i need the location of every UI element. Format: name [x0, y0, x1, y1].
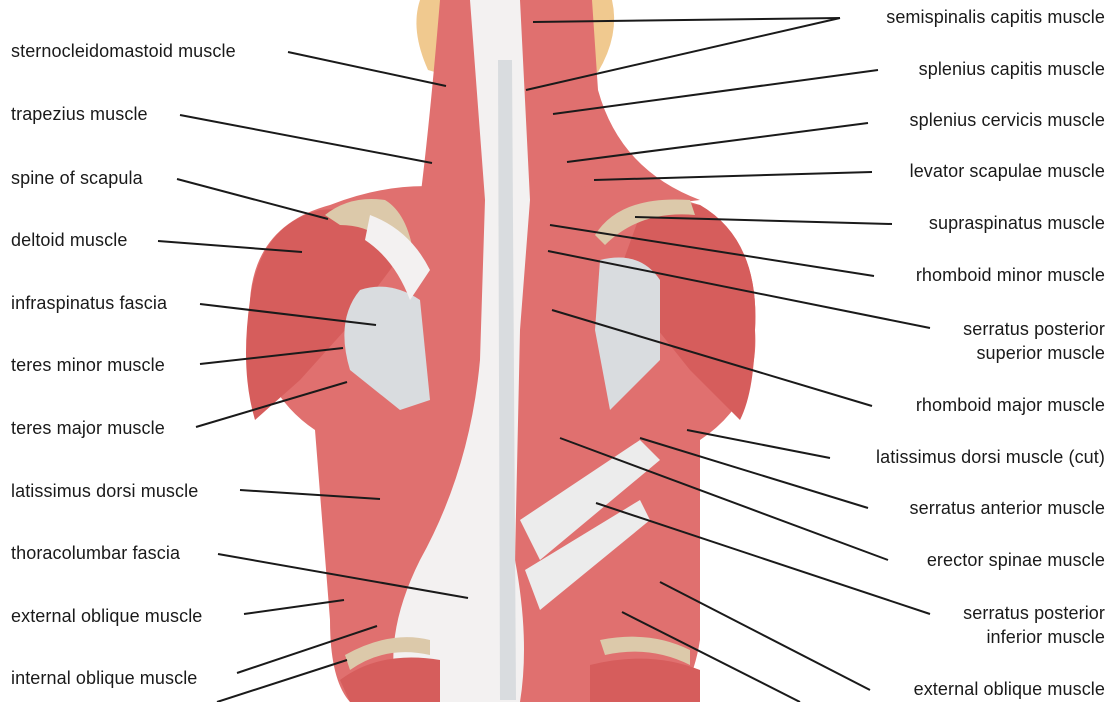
leader-sternocleidomastoid [288, 52, 446, 86]
leader-trapezius [180, 115, 432, 163]
right-gluteal [590, 659, 700, 702]
label-serratus-posterior-superior-2: superior muscle [976, 342, 1105, 364]
label-splenius-capitis: splenius capitis muscle [919, 58, 1105, 80]
label-erector-spinae: erector spinae muscle [927, 549, 1105, 571]
leader-spine-of-scapula [177, 179, 328, 219]
label-levator-scapulae: levator scapulae muscle [910, 160, 1105, 182]
label-thoracolumbar-fascia: thoracolumbar fascia [11, 542, 180, 564]
label-teres-minor: teres minor muscle [11, 354, 165, 376]
label-serratus-anterior: serratus anterior muscle [910, 497, 1105, 519]
label-teres-major: teres major muscle [11, 417, 165, 439]
label-sternocleidomastoid: sternocleidomastoid muscle [11, 40, 236, 62]
label-latissimus-dorsi-cut: latissimus dorsi muscle (cut) [876, 446, 1105, 468]
label-internal-oblique: internal oblique muscle [11, 667, 197, 689]
label-rhomboid-major: rhomboid major muscle [916, 394, 1105, 416]
label-serratus-posterior-inferior-1: serratus posterior [963, 602, 1105, 624]
leader-splenius-capitis [553, 70, 878, 114]
label-spine-of-scapula: spine of scapula [11, 167, 143, 189]
label-rhomboid-minor: rhomboid minor muscle [916, 264, 1105, 286]
label-splenius-cervicis: splenius cervicis muscle [910, 109, 1105, 131]
label-infraspinatus-fascia: infraspinatus fascia [11, 292, 167, 314]
label-serratus-posterior-superior-1: serratus posterior [963, 318, 1105, 340]
label-serratus-posterior-inferior-2: inferior muscle [986, 626, 1105, 648]
leader-internal-oblique-2 [217, 660, 347, 702]
label-external-oblique-right: external oblique muscle [914, 678, 1105, 700]
label-supraspinatus: supraspinatus muscle [929, 212, 1105, 234]
label-semispinalis-capitis: semispinalis capitis muscle [886, 6, 1105, 28]
label-deltoid: deltoid muscle [11, 229, 127, 251]
label-trapezius: trapezius muscle [11, 103, 148, 125]
label-external-oblique-left: external oblique muscle [11, 605, 202, 627]
leader-latissimus-dorsi-cut [687, 430, 830, 458]
label-latissimus-dorsi: latissimus dorsi muscle [11, 480, 198, 502]
